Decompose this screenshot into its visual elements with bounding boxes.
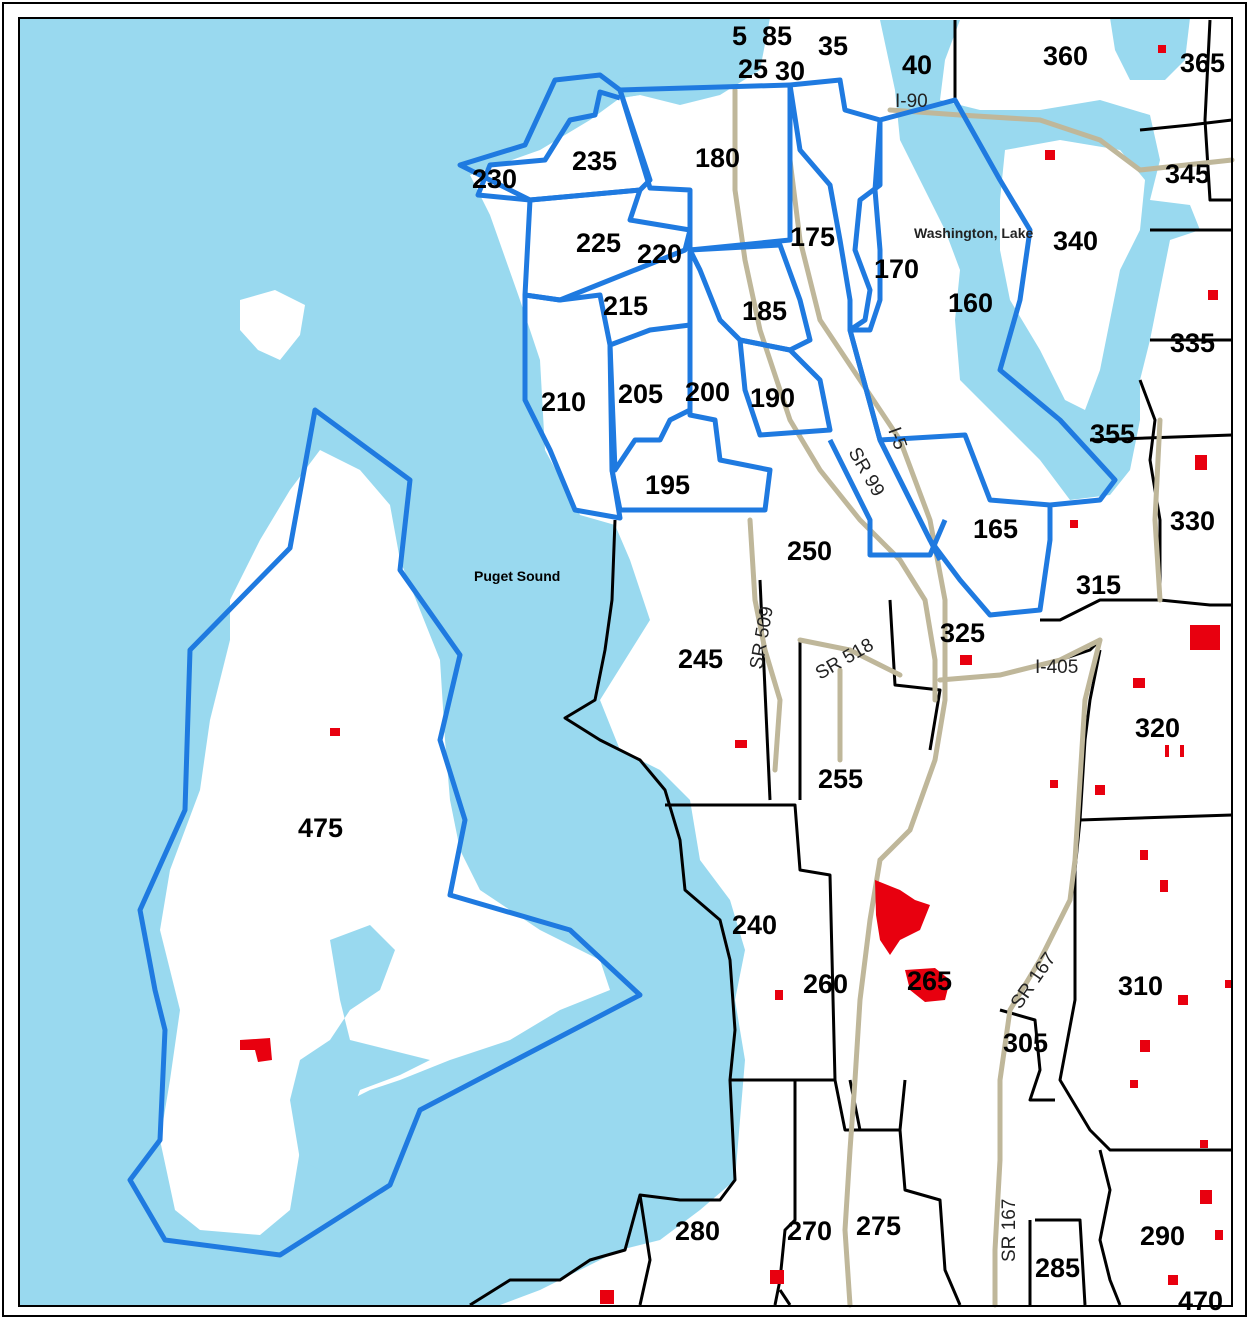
elliott-bay-water [600,18,770,105]
area-label-250: 250 [787,536,832,566]
area-label-235: 235 [572,146,617,176]
area-label-210: 210 [541,387,586,417]
area-label-185: 185 [742,296,787,326]
water-label-puget-sound: Puget Sound [474,568,560,584]
boundary-475 [127,407,643,1258]
area-label-175: 175 [790,222,835,252]
area-label-270: 270 [787,1216,832,1246]
area-label-40: 40 [902,50,932,80]
area-label-170: 170 [874,254,919,284]
vashon-island-land [160,450,610,1235]
area-label-245: 245 [678,644,723,674]
mercer-island-land [1000,140,1145,410]
area-label-335: 335 [1170,328,1215,358]
area-label-180: 180 [695,143,740,173]
area-label-30: 30 [775,56,805,86]
area-label-280: 280 [675,1216,720,1246]
area-label-240: 240 [732,910,777,940]
area-label-320: 320 [1135,713,1180,743]
area-label-475: 475 [298,813,343,843]
area-label-5: 5 [732,21,747,51]
area-label-470: 470 [1178,1286,1223,1316]
parcels [240,45,1231,1304]
area-label-160: 160 [948,288,993,318]
map-inner-border [18,17,1233,1307]
area-label-340: 340 [1053,226,1098,256]
area-label-345: 345 [1165,159,1210,189]
area-label-255: 255 [818,764,863,794]
area-label-215: 215 [603,291,648,321]
area-label-25: 25 [738,54,768,84]
area-label-315: 315 [1076,570,1121,600]
area-label-205: 205 [618,379,663,409]
area-label-195: 195 [645,470,690,500]
area-label-230: 230 [472,164,517,194]
lake-sammamish-water [1110,18,1190,80]
area-label-200: 200 [685,377,730,407]
quartermaster-harbor-water [290,925,430,1170]
road-label-lake-washington: Washington, Lake [914,225,1033,241]
area-label-285: 285 [1035,1253,1080,1283]
area-label-360: 360 [1043,41,1088,71]
area-label-265: 265 [907,966,952,996]
area-label-85: 85 [762,21,792,51]
road-label-sr167-south: SR 167 [999,1199,1020,1262]
area-labels: 5 85 35 25 30 40 360 365 235 180 230 345… [298,21,1225,1316]
highlighted-boundaries [127,72,1118,1258]
area-label-355: 355 [1090,419,1135,449]
roads [732,87,1235,1308]
area-label-310: 310 [1118,971,1163,1001]
area-label-260: 260 [803,969,848,999]
area-label-165: 165 [973,514,1018,544]
area-label-290: 290 [1140,1221,1185,1251]
area-label-190: 190 [750,383,795,413]
area-label-330: 330 [1170,506,1215,536]
area-label-220: 220 [637,239,682,269]
area-label-365: 365 [1180,48,1225,78]
road-label-i90: I-90 [895,91,928,112]
area-label-275: 275 [856,1211,901,1241]
road-label-i405: I-405 [1035,657,1078,678]
area-label-35: 35 [818,31,848,61]
area-label-225: 225 [576,228,621,258]
area-label-305: 305 [1003,1028,1048,1058]
blake-island-land [240,290,305,360]
area-label-325: 325 [940,618,985,648]
